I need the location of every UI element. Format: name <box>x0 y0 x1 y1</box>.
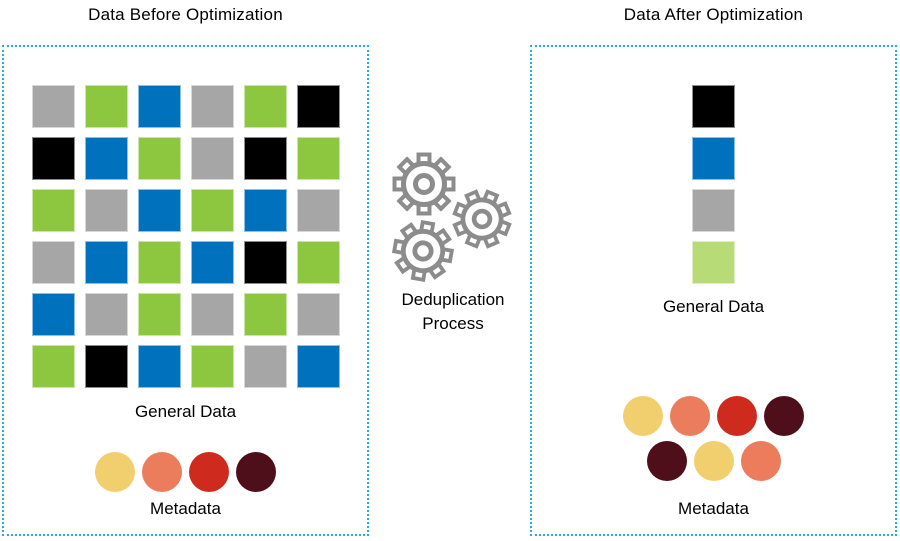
data-block-green <box>85 85 128 128</box>
gear-icon <box>452 189 512 249</box>
before-data-grid <box>32 85 340 388</box>
data-block-gray <box>85 293 128 336</box>
metadata-circle-salmon <box>670 396 710 436</box>
gears-icon <box>385 148 525 288</box>
metadata-circle-maroon <box>236 452 276 492</box>
data-block-black <box>244 241 287 284</box>
data-block-black <box>32 137 75 180</box>
data-block-gray <box>191 85 234 128</box>
data-block-gray <box>191 293 234 336</box>
data-block-blue <box>85 137 128 180</box>
data-block-green <box>244 293 287 336</box>
process-label: Deduplication Process <box>378 288 528 336</box>
data-block-blue <box>244 189 287 232</box>
after-panel: General Data Metadata <box>530 45 897 536</box>
data-block-green <box>297 137 340 180</box>
process-label-line2: Process <box>422 314 484 333</box>
data-block-gray <box>692 189 735 232</box>
data-block-black <box>85 345 128 388</box>
metadata-circle-red <box>717 396 757 436</box>
metadata-circle-salmon <box>740 441 781 481</box>
gear-icon <box>391 219 455 283</box>
data-block-gray <box>85 189 128 232</box>
data-block-blue <box>85 241 128 284</box>
data-block-gray <box>244 345 287 388</box>
data-block-gray <box>297 189 340 232</box>
data-block-blue <box>138 345 181 388</box>
data-block-gray <box>191 137 234 180</box>
data-block-blue <box>297 345 340 388</box>
gear-icon <box>392 152 456 216</box>
data-block-blue <box>138 189 181 232</box>
data-block-green <box>191 189 234 232</box>
data-block-green <box>297 241 340 284</box>
data-block-green <box>244 85 287 128</box>
metadata-circle-salmon <box>142 452 182 492</box>
data-block-light_green <box>692 241 735 284</box>
metadata-circle-yellow <box>95 452 135 492</box>
data-block-green <box>191 345 234 388</box>
metadata-circle-maroon <box>764 396 804 436</box>
data-block-black <box>244 137 287 180</box>
before-panel: General Data Metadata <box>2 45 369 536</box>
data-block-gray <box>297 293 340 336</box>
metadata-circle-maroon <box>646 441 687 481</box>
data-block-gray <box>32 241 75 284</box>
data-block-green <box>32 189 75 232</box>
data-block-blue <box>138 85 181 128</box>
metadata-circle-row <box>532 396 895 436</box>
deduplication-gears-icon <box>391 152 512 283</box>
before-general-data-label: General Data <box>134 402 237 421</box>
data-block-green <box>138 137 181 180</box>
data-block-blue <box>692 137 735 180</box>
after-metadata-circles <box>532 396 895 481</box>
before-metadata-circles <box>4 452 367 492</box>
metadata-circle-yellow <box>693 441 734 481</box>
data-block-black <box>297 85 340 128</box>
data-block-green <box>138 241 181 284</box>
metadata-circle-yellow <box>623 396 663 436</box>
before-metadata-label: Metadata <box>150 499 221 518</box>
after-title: Data After Optimization <box>623 5 804 24</box>
after-metadata-label: Metadata <box>678 499 749 518</box>
data-block-black <box>692 85 735 128</box>
metadata-circle-row <box>532 441 895 481</box>
process-label-line1: Deduplication <box>401 290 505 309</box>
after-general-data-label: General Data <box>662 297 765 316</box>
data-block-green <box>138 293 181 336</box>
data-block-gray <box>32 85 75 128</box>
metadata-circle-red <box>189 452 229 492</box>
data-block-green <box>32 345 75 388</box>
after-data-stack <box>532 85 895 284</box>
data-block-blue <box>32 293 75 336</box>
data-block-blue <box>191 241 234 284</box>
before-title: Data Before Optimization <box>88 5 283 24</box>
